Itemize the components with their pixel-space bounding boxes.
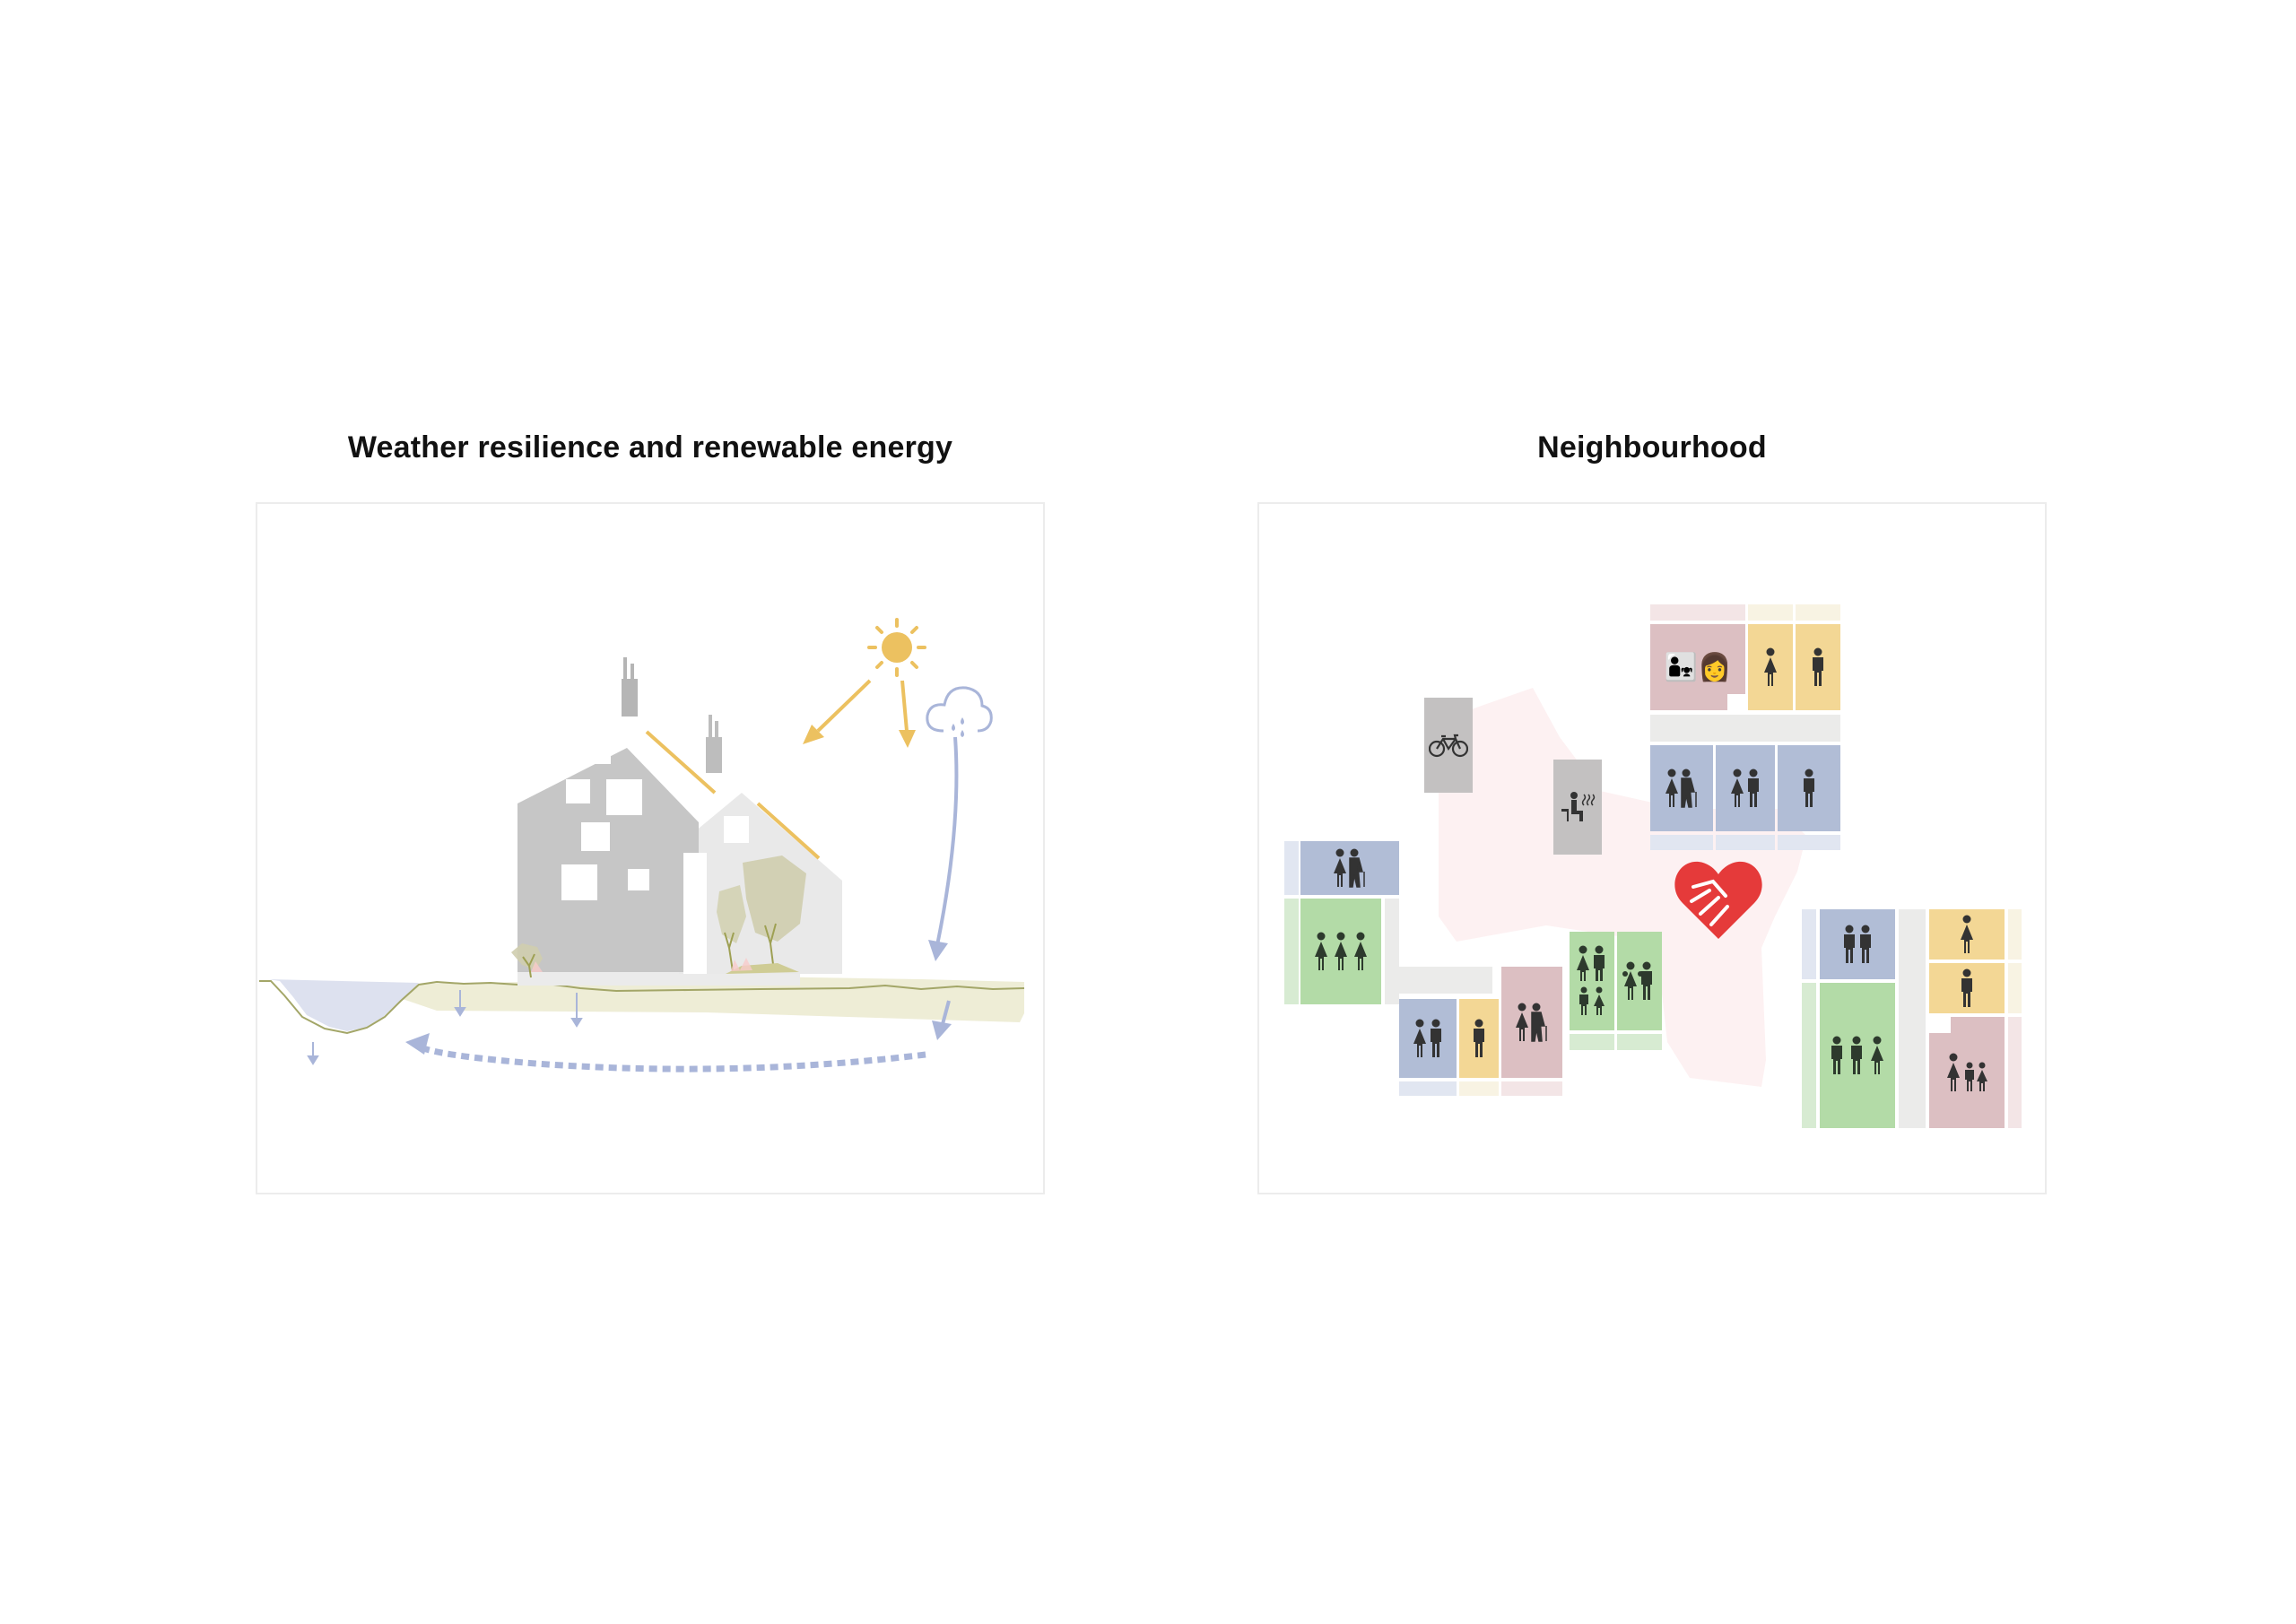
unit-elderly-couple xyxy=(1300,841,1399,895)
couple-icon xyxy=(1731,769,1759,807)
corridor xyxy=(1899,909,1926,1128)
unit-three-women xyxy=(1300,899,1381,1004)
unit-single-man xyxy=(1778,745,1840,831)
woman-icon xyxy=(1961,915,1973,953)
woman-icon xyxy=(1764,647,1777,686)
family-icon: 👨‍👧‍👩 xyxy=(1664,652,1732,682)
panel-title-weather: Weather resilience and renewable energy xyxy=(347,430,953,465)
unit-single-woman xyxy=(1748,624,1793,710)
groundwater-return-arrow xyxy=(417,1043,926,1073)
ground-line xyxy=(259,980,1025,1035)
elderly-couple-icon xyxy=(1516,1003,1547,1042)
man-icon xyxy=(1804,769,1814,807)
three-adults-icon xyxy=(1831,1036,1883,1074)
unit-family-4 xyxy=(1570,932,1614,1030)
unit-elderly-couple xyxy=(1501,967,1562,1078)
medium-tree xyxy=(717,885,746,943)
unit-single-man xyxy=(1796,624,1840,710)
unit-couple xyxy=(1399,999,1457,1078)
unit-family-3 xyxy=(1929,1017,2005,1128)
panel-title-neighbourhood: Neighbourhood xyxy=(1537,430,1767,465)
east-block xyxy=(1802,909,2022,1128)
main-house xyxy=(517,748,699,972)
infiltration-arrows xyxy=(307,990,583,1065)
unit-single-woman xyxy=(1929,909,2005,960)
annex-chimney xyxy=(706,737,722,773)
pond xyxy=(268,979,419,1031)
weather-resilience-panel xyxy=(256,502,1045,1194)
parents-babies-icon xyxy=(1622,961,1652,1000)
unit-couple xyxy=(1716,745,1775,831)
unit-three-adults xyxy=(1820,983,1895,1128)
neighbourhood-panel: 👨‍👧‍👩 xyxy=(1257,502,2047,1194)
sun-icon xyxy=(867,618,926,677)
neighbourhood-common-area xyxy=(1439,688,1806,1087)
man-icon xyxy=(1961,968,1972,1007)
mother-children-icon xyxy=(1947,1053,1987,1091)
man-icon xyxy=(1474,1019,1484,1057)
sun-arrow-1 xyxy=(816,679,872,733)
unit-two-men xyxy=(1820,909,1895,979)
main-chimney xyxy=(622,679,638,716)
heart-handshake-icon xyxy=(1674,856,1763,942)
west-block xyxy=(1284,841,1464,1004)
unit-parents-with-babies xyxy=(1617,932,1662,1030)
sun-arrow-2 xyxy=(900,680,909,732)
corridor xyxy=(1385,967,1492,994)
unit-single-man xyxy=(1459,999,1499,1078)
two-men-icon xyxy=(1844,925,1871,963)
runoff-arrow xyxy=(935,736,959,946)
elderly-couple-icon xyxy=(1334,848,1365,888)
unit-elderly-couple xyxy=(1650,745,1713,831)
bicycle-storage xyxy=(1424,698,1473,793)
corridor xyxy=(1650,715,1840,742)
three-women-icon xyxy=(1315,932,1367,970)
weather-diagram xyxy=(259,618,1025,1073)
rain-cloud-icon xyxy=(926,686,993,737)
family-4-icon xyxy=(1577,945,1605,1015)
man-icon xyxy=(1813,647,1823,686)
elderly-couple-icon xyxy=(1665,769,1697,808)
north-block: 👨‍👧‍👩 xyxy=(1650,604,1840,864)
unit-single-man xyxy=(1929,963,2005,1013)
couple-icon xyxy=(1413,1019,1441,1057)
common-area-shape xyxy=(1439,688,1806,1087)
south-block xyxy=(1399,967,1668,1164)
large-tree xyxy=(743,855,806,942)
sauna-icon xyxy=(1561,792,1596,821)
sauna-room xyxy=(1553,760,1602,855)
bicycle-icon xyxy=(1429,734,1468,758)
south-green-block xyxy=(1570,932,1663,1050)
